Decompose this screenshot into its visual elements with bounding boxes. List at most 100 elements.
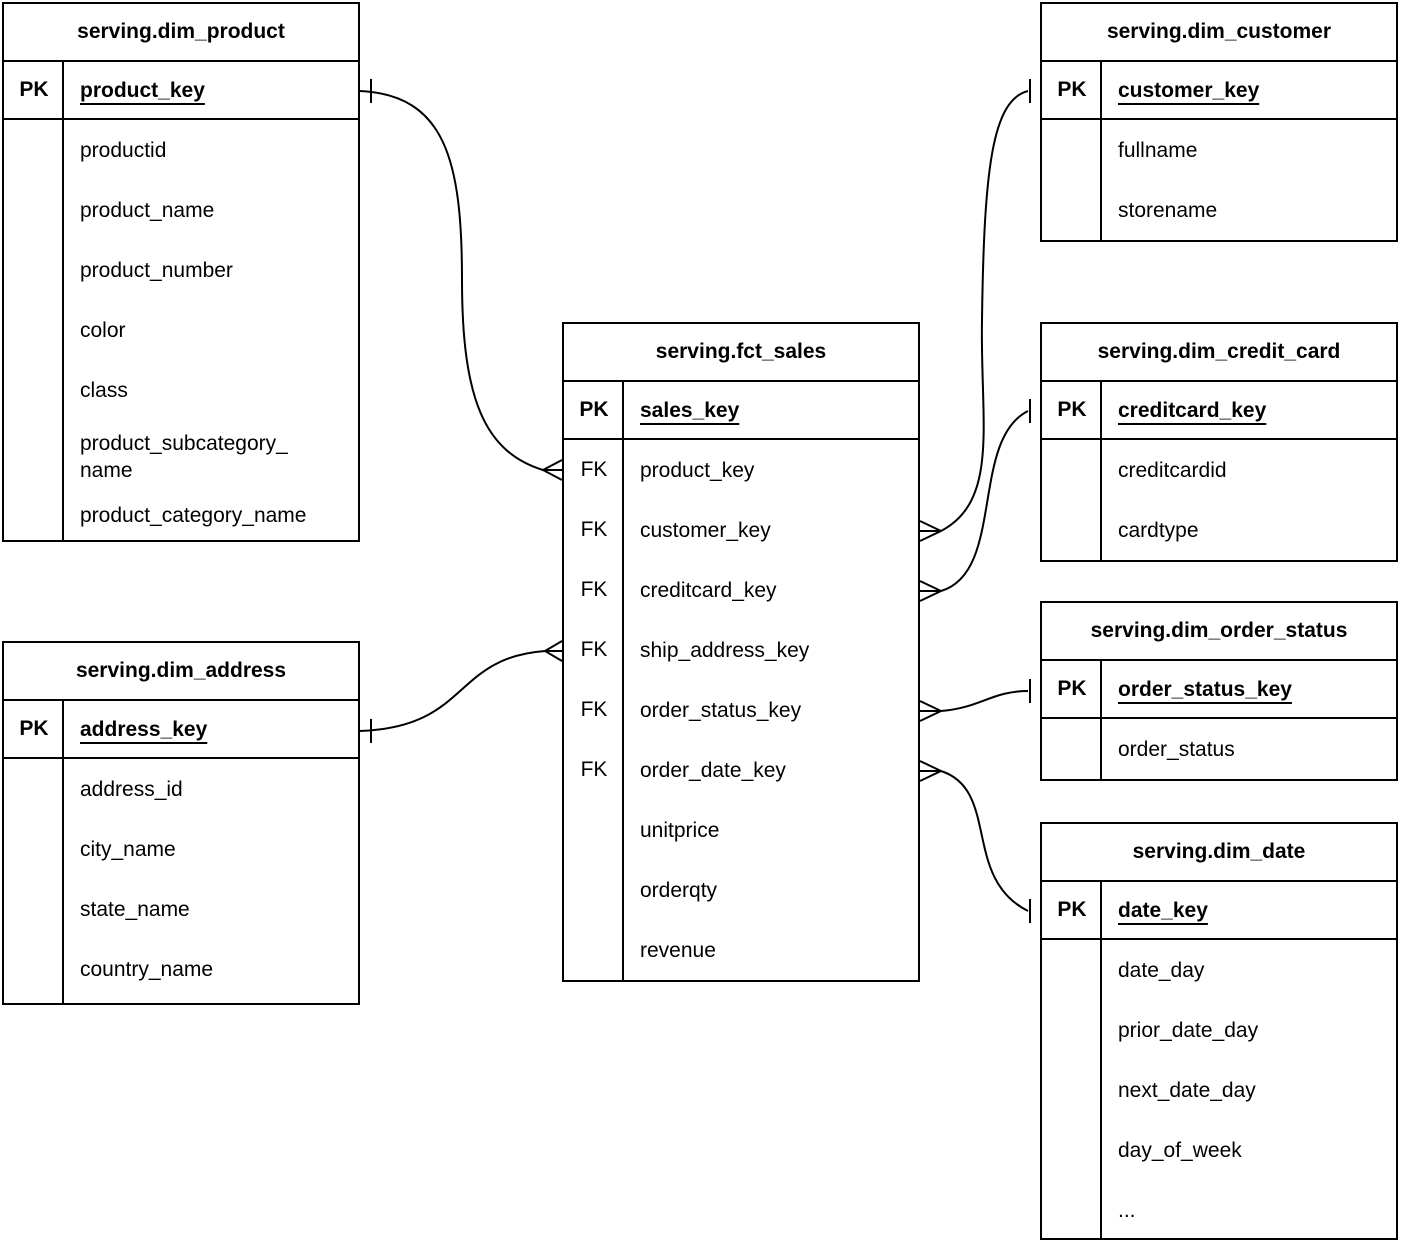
attribute-name: creditcard_key xyxy=(640,578,777,602)
fk-badge: FK xyxy=(580,518,608,541)
attribute-name: address_id xyxy=(80,777,183,801)
attribute-row: revenue xyxy=(564,920,918,980)
attribute-row: date_day xyxy=(1042,940,1396,1000)
key-badge xyxy=(1042,1060,1102,1120)
crow-foot-many-icon xyxy=(919,580,942,602)
attribute-row: productid xyxy=(4,120,358,180)
attribute-row: unitprice xyxy=(564,800,918,860)
key-badge xyxy=(4,493,64,538)
key-badge xyxy=(1042,1180,1102,1238)
column-divider xyxy=(1100,62,1102,240)
pk-row: PK address_key xyxy=(4,701,358,759)
column-divider xyxy=(62,62,64,540)
attribute-name: product_number xyxy=(80,258,233,282)
key-badge xyxy=(1042,1000,1102,1060)
key-badge xyxy=(1042,440,1102,500)
attribute-name: prior_date_day xyxy=(1118,1018,1259,1042)
pk-badge: PK xyxy=(1057,677,1087,700)
key-badge xyxy=(4,360,64,420)
pk-badge: PK xyxy=(1057,78,1087,101)
table-dim-customer: serving.dim_customer PK customer_key ful… xyxy=(1040,2,1398,242)
crow-foot-many-icon xyxy=(544,640,563,662)
relationship-line xyxy=(359,90,544,471)
attribute-name: orderqty xyxy=(640,878,718,902)
attribute-row: product_number xyxy=(4,240,358,300)
table-title: serving.dim_date xyxy=(1042,824,1396,882)
attribute-row: product_subcategory_ name xyxy=(4,420,358,493)
attribute-name: country_name xyxy=(80,957,214,981)
attribute-row: class xyxy=(4,360,358,420)
key-badge xyxy=(564,920,624,980)
attribute-row: storename xyxy=(1042,180,1396,240)
key-badge xyxy=(1042,180,1102,240)
pk-badge: PK xyxy=(19,717,49,740)
attribute-row: product_category_name xyxy=(4,493,358,538)
key-badge xyxy=(1042,719,1102,779)
attribute-name: unitprice xyxy=(640,818,720,842)
key-badge xyxy=(4,300,64,360)
pk-badge: PK xyxy=(579,398,609,421)
pk-row: PK sales_key xyxy=(564,382,918,440)
relationship-line xyxy=(359,650,546,732)
crow-foot-many-icon xyxy=(542,459,563,481)
attribute-name: date_day xyxy=(1118,958,1205,982)
column-divider xyxy=(1100,882,1102,1238)
relationship-fct-sales-to-dim-address xyxy=(359,640,563,743)
pk-field: order_status_key xyxy=(1118,677,1292,701)
key-badge xyxy=(4,240,64,300)
pk-badge: PK xyxy=(1057,398,1087,421)
table-title: serving.dim_customer xyxy=(1042,4,1396,62)
table-title: serving.dim_order_status xyxy=(1042,603,1396,661)
attribute-name: cardtype xyxy=(1118,518,1199,542)
key-badge xyxy=(564,800,624,860)
relationship-fct-sales-to-dim-order-status xyxy=(919,679,1031,722)
relationship-line xyxy=(940,90,1029,532)
attribute-name: fullname xyxy=(1118,138,1198,162)
attribute-row: order_status xyxy=(1042,719,1396,779)
key-badge xyxy=(4,819,64,879)
attribute-name: productid xyxy=(80,138,167,162)
attribute-name: color xyxy=(80,318,126,342)
pk-row: PK product_key xyxy=(4,62,358,120)
table-dim-credit-card: serving.dim_credit_card PK creditcard_ke… xyxy=(1040,322,1398,562)
relationship-line xyxy=(940,770,1029,912)
attribute-name: product_subcategory_ name xyxy=(80,431,288,482)
key-badge xyxy=(4,759,64,819)
attribute-name: order_date_key xyxy=(640,758,786,782)
attribute-name: product_category_name xyxy=(80,504,307,527)
relationship-fct-sales-to-dim-product xyxy=(359,79,563,481)
attribute-row: ... xyxy=(1042,1180,1396,1238)
attribute-row: prior_date_day xyxy=(1042,1000,1396,1060)
pk-badge: PK xyxy=(19,78,49,101)
attribute-row: product_name xyxy=(4,180,358,240)
attribute-row: color xyxy=(4,300,358,360)
attribute-name: customer_key xyxy=(640,518,771,542)
table-title: serving.dim_credit_card xyxy=(1042,324,1396,382)
attribute-row: next_date_day xyxy=(1042,1060,1396,1120)
attribute-name: creditcardid xyxy=(1118,458,1227,482)
column-divider xyxy=(62,701,64,1003)
relationship-fct-sales-to-dim-customer xyxy=(919,79,1031,542)
fk-badge: FK xyxy=(580,698,608,721)
pk-badge: PK xyxy=(1057,898,1087,921)
relationship-fct-sales-to-dim-date xyxy=(919,760,1031,923)
fk-badge: FK xyxy=(580,458,608,481)
key-badge xyxy=(4,180,64,240)
attribute-row: day_of_week xyxy=(1042,1120,1396,1180)
relationship-line xyxy=(940,410,1029,592)
table-dim-product: serving.dim_product PK product_key produ… xyxy=(2,2,360,542)
key-badge xyxy=(4,879,64,939)
attribute-name: next_date_day xyxy=(1118,1078,1256,1102)
key-badge xyxy=(1042,500,1102,560)
table-title: serving.dim_address xyxy=(4,643,358,701)
crow-foot-many-icon xyxy=(919,520,942,542)
attribute-name: revenue xyxy=(640,938,716,962)
pk-field: date_key xyxy=(1118,898,1208,922)
attribute-row: fullname xyxy=(1042,120,1396,180)
attribute-row: creditcardid xyxy=(1042,440,1396,500)
